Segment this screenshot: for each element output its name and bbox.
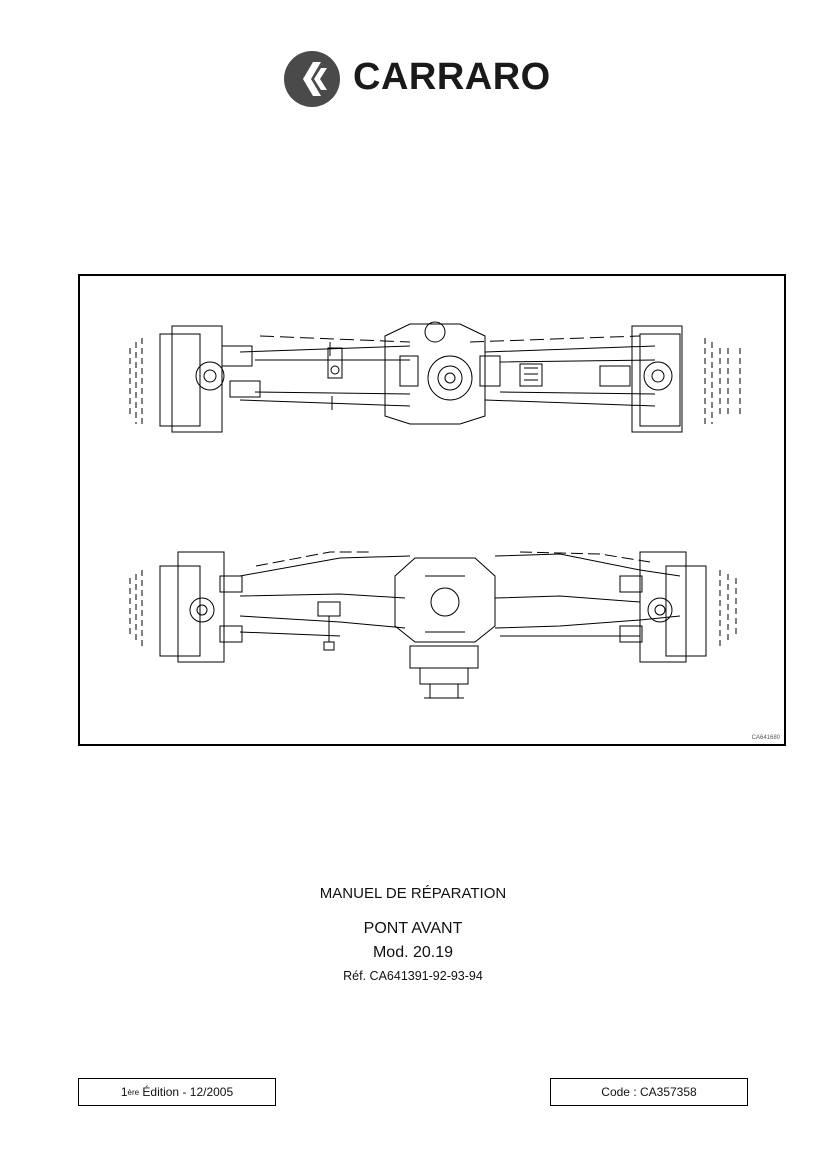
carraro-logo: CARRARO [283, 50, 553, 108]
model-number: Mod. 20.19 [372, 944, 454, 961]
figure-code: CA641680 [751, 735, 780, 741]
carraro-c-logo-icon [284, 51, 340, 107]
code-box: Code : CA357358 [550, 1078, 748, 1106]
product-name: PONT AVANT [363, 920, 463, 937]
document-code: Code : CA357358 [601, 1085, 697, 1099]
edition-superscript: ère [127, 1087, 140, 1097]
document-type: MANUEL DE RÉPARATION [319, 885, 507, 902]
top-view-axle-drawing [129, 321, 741, 433]
axle-drawing-frame: CA641680 [78, 274, 786, 746]
edition-text: Édition - 12/2005 [139, 1085, 234, 1099]
front-view-axle-drawing [129, 551, 737, 699]
axle-technical-drawing [129, 321, 741, 699]
edition-number: 1 [120, 1085, 128, 1099]
reference-number: Réf. CA641391-92-93-94 [343, 969, 483, 983]
brand-name: CARRARO [353, 56, 551, 98]
